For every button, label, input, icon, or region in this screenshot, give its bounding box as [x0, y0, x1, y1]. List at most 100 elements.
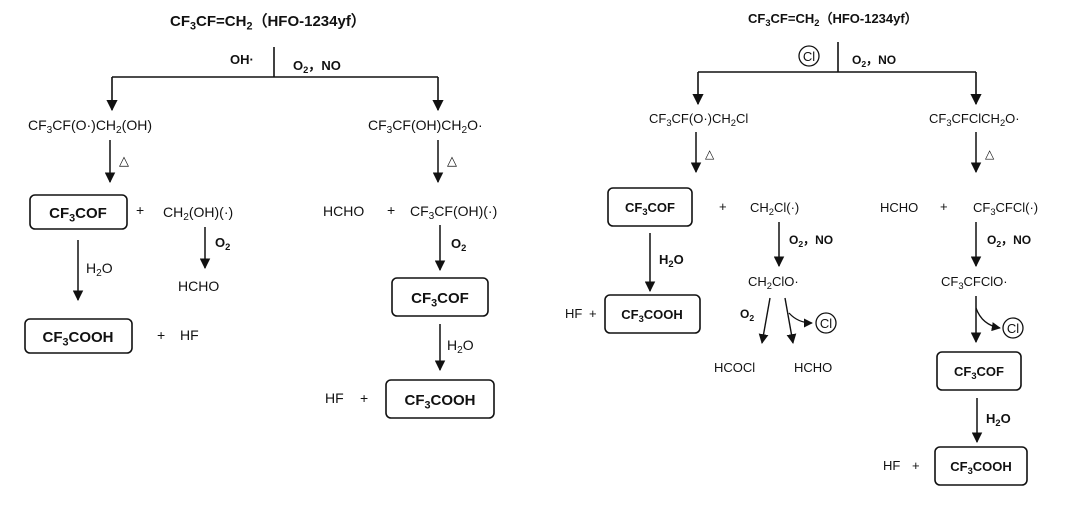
formula-segment: O: [740, 307, 749, 321]
formula-segment: CF: [28, 117, 47, 133]
formula-segment: COF: [977, 364, 1005, 379]
right-a-coproduct-reagent: O2，NO: [789, 233, 833, 249]
formula-segment: COOH: [644, 307, 683, 322]
formula-segment: 3: [62, 336, 68, 348]
formula-segment: CF(OH)CH: [392, 117, 461, 133]
right-b-plus2: +: [912, 458, 920, 473]
right-a-heat-symbol: △: [705, 147, 715, 161]
right-a-alkoxy-reagent: O2: [740, 307, 754, 323]
right-b-acid-box: [934, 446, 1028, 486]
formula-segment: Cl: [736, 111, 748, 126]
left-b-heat-symbol: △: [447, 153, 457, 168]
formula-segment: 2: [116, 125, 122, 136]
formula-segment: 2: [668, 259, 673, 269]
right-a-coproduct: CH2Cl(·): [750, 200, 799, 217]
left-branch-b: CF3CF(OH)CH2O· △ HCHO + CF3CF(OH)(·) O2 …: [323, 117, 497, 419]
formula-segment: COF: [648, 200, 676, 215]
formula-segment: 3: [946, 118, 951, 128]
formula-segment: CF: [941, 274, 958, 289]
formula-segment: O·: [467, 117, 483, 133]
formula-segment: 2: [246, 20, 252, 32]
formula-segment: CH: [750, 200, 769, 215]
formula-segment: 3: [431, 297, 437, 309]
formula-segment: CF: [368, 117, 387, 133]
formula-segment: 2: [798, 239, 803, 249]
left-a-heat-symbol: △: [119, 153, 129, 168]
formula-segment: 3: [968, 466, 973, 476]
formula-segment: O: [102, 260, 113, 276]
right-a-hcho-arrow: [784, 297, 797, 344]
right-b-cl-label: Cl: [1007, 321, 1019, 336]
formula-segment: 3: [990, 207, 995, 217]
formula-segment: COF: [437, 290, 469, 307]
left-b-hf: HF: [325, 390, 344, 406]
left-b-hydrolysis-label: H2O: [447, 337, 474, 356]
formula-segment: 3: [765, 18, 770, 28]
formula-segment: 3: [429, 211, 435, 222]
formula-segment: 2: [731, 118, 736, 128]
formula-segment: CF: [625, 200, 642, 215]
right-a-acid-box: [604, 294, 701, 334]
left-panel: CF3CF=CH2（HFO-1234yf） OH· O2，NO CF3CF(O·…: [24, 12, 497, 419]
right-a-hf: HF: [565, 306, 582, 321]
formula-segment: COOH: [431, 392, 476, 409]
formula-segment: 2: [225, 242, 230, 252]
formula-segment: 3: [639, 314, 644, 324]
formula-segment: ClO·: [772, 274, 799, 289]
formula-segment: 2: [303, 65, 308, 75]
formula-segment: 3: [69, 212, 75, 224]
right-b-intermediate: CF3CFCl(·): [973, 200, 1038, 217]
formula-segment: O: [463, 337, 474, 353]
formula-segment: 2: [462, 125, 468, 136]
formula-segment: CF: [649, 111, 666, 126]
formula-segment: CF: [973, 200, 990, 215]
formula-segment: 3: [387, 125, 393, 136]
right-branch-a: CF3CF(O·)CH2Cl △ CF3COF + CH2Cl(·) O2，NO…: [565, 111, 837, 375]
left-b-plus2: +: [360, 390, 368, 406]
right-a-cl-circle: [815, 312, 837, 334]
formula-segment: CF: [411, 290, 431, 307]
formula-segment: 2: [183, 212, 189, 223]
right-b-hydrolysis-label: H2O: [986, 411, 1011, 428]
left-b-hcho: HCHO: [323, 203, 364, 219]
formula-segment: 2: [461, 243, 466, 253]
right-a-cl-release-arrow: [788, 312, 813, 328]
right-b-product-box: [936, 351, 1022, 391]
left-b-acid: CF3COOH: [404, 392, 475, 411]
left-a-acid: CF3COOH: [42, 329, 113, 348]
formula-segment: 2: [995, 418, 1000, 428]
right-b-hcho: HCHO: [880, 200, 918, 215]
right-b-acid: CF3COOH: [950, 459, 1012, 476]
formula-segment: 2: [767, 281, 772, 291]
formula-segment: O·: [1005, 111, 1019, 126]
formula-segment: CF=CH: [196, 13, 246, 30]
left-a-plus: +: [136, 202, 144, 218]
right-b-plus: +: [940, 199, 948, 214]
formula-segment: 2: [749, 313, 754, 323]
formula-segment: COOH: [69, 329, 114, 346]
formula-segment: 2: [861, 59, 866, 69]
left-a-hf: HF: [180, 327, 199, 343]
right-b-heat-symbol: △: [985, 147, 995, 161]
right-a-hcocl: HCOCl: [714, 360, 755, 375]
formula-segment: 3: [642, 207, 647, 217]
left-a-plus2: +: [157, 327, 165, 343]
formula-segment: CF(O·)CH: [672, 111, 731, 126]
formula-segment: CF: [950, 459, 967, 474]
formula-segment: 3: [47, 125, 53, 136]
formula-segment: CF(O·)CH: [52, 117, 116, 133]
right-a-cl-label: Cl: [820, 316, 832, 331]
formula-segment: H: [447, 337, 457, 353]
formula-segment: 3: [666, 118, 671, 128]
right-a-acid: CF3COOH: [621, 307, 683, 324]
left-b-product: CF3COF: [411, 290, 469, 309]
right-a-radical: CF3CF(O·)CH2Cl: [649, 111, 748, 128]
formula-segment: 2: [996, 239, 1001, 249]
left-a-acid-box: [24, 318, 133, 354]
right-b-cl-release-arrow: [975, 307, 1001, 332]
formula-segment: (OH)(·): [189, 204, 233, 220]
formula-segment: COOH: [973, 459, 1012, 474]
formula-segment: O: [789, 233, 798, 247]
formula-segment: CF: [42, 329, 62, 346]
